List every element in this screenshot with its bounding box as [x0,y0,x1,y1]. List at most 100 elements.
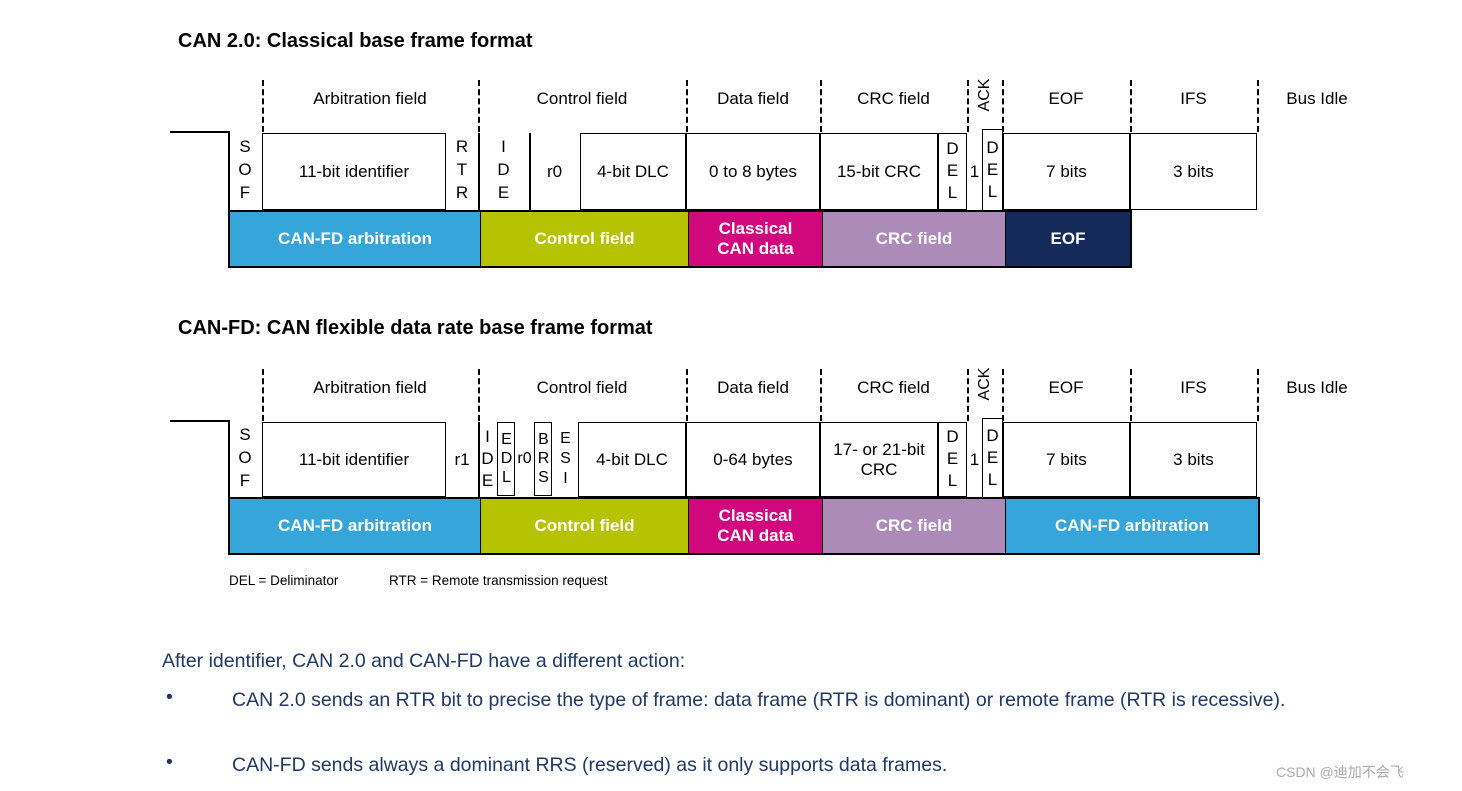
d1-cell-crc: 15-bit CRC [820,133,938,210]
d1-bar-data-label: Classical CAN data [717,218,794,258]
d2-cell-data: 0-64 bytes [686,422,820,497]
d2-cell-r1-label: r1 [454,449,470,469]
d1-cell-rtr: RTR [446,133,478,210]
d1-label-crc-field: CRC field [857,89,930,108]
d2-bar-data: Classical CAN data [688,499,822,553]
d1-cell-data-label: 0 to 8 bytes [709,161,797,181]
d2-cell-r0: r0 [515,422,534,497]
d1-bar-control-label: Control field [534,228,635,248]
d1-cell-del1: DEL [938,133,967,210]
d2-cell-del1: DEL [938,422,967,497]
d2-dash-ifs [1130,369,1132,421]
d2-cell-ack-slot-label: 1 [969,449,980,469]
d2-bar-data-label: Classical CAN data [717,505,794,545]
d2-cell-edl-label: EDL [498,430,515,488]
d2-cell-ide-label: IDE [478,426,497,493]
d2-cell-brs: BRS [534,422,552,496]
d1-bar-crc-label: CRC field [875,228,953,248]
d1-dash-control [478,80,480,132]
d2-cell-del1-label: DEL [943,426,962,493]
d2-bar-arbitration: CAN-FD arbitration [230,499,480,553]
d2-cell-r0-label: r0 [517,450,532,468]
d1-mapping-bar: CAN-FD arbitration Control field Classic… [228,210,1132,268]
watermark-text: CSDN @迪加不会飞 [1276,764,1404,780]
d2-bar-tail-arbitration: CAN-FD arbitration [1005,499,1258,553]
d1-cell-eof-label: 7 bits [1046,161,1087,181]
d2-bar-control-label: Control field [534,515,635,535]
d1-cell-ack-slot-label: 1 [969,161,980,181]
d2-cell-edl: EDL [497,422,515,496]
d1-cell-ide-label: IDE [494,137,513,206]
d2-bar-control: Control field [480,499,688,553]
d2-cell-r1: r1 [446,422,478,497]
d1-cell-ack-slot: 1 [967,133,982,210]
d2-label-ack: ACK [976,367,993,401]
d2-cell-del2-label: DEL [983,426,1002,492]
d2-bar-arbitration-label: CAN-FD arbitration [278,515,432,535]
d2-label-ifs: IFS [1180,378,1207,397]
d2-cell-sof-label: SOF [235,425,255,494]
d1-bar-eof-label: EOF [1050,228,1086,248]
d2-label-bus-idle: Bus Idle [1286,378,1348,397]
d1-sep-rtr-ide [478,133,480,210]
d1-cell-del1-label: DEL [943,138,962,205]
d2-label-crc-field: CRC field [857,378,930,397]
d2-sof-edge-line [228,420,230,499]
d1-sof-edge-line [228,131,230,210]
d2-bar-tail-arbitration-label: CAN-FD arbitration [1055,515,1209,535]
d1-label-control-field: Control field [536,89,628,108]
d1-bar-data: Classical CAN data [688,212,822,266]
d2-cell-eof-label: 7 bits [1046,449,1087,469]
d2-cell-dlc-label: 4-bit DLC [596,449,668,469]
d1-cell-data: 0 to 8 bytes [686,133,820,210]
d2-cell-brs-label: BRS [535,430,552,488]
d1-cell-identifier: 11-bit identifier [262,133,446,210]
d1-dash-ifs [1130,80,1132,132]
d1-bar-control: Control field [480,212,688,266]
d1-cell-del2-label: DEL [983,137,1002,204]
d1-cell-dlc: 4-bit DLC [580,133,686,210]
d2-cell-crc-label: 17- or 21-bit CRC [833,439,925,479]
d2-dash-crc [820,369,822,421]
d2-cell-eof: 7 bits [1003,422,1130,497]
d1-bar-crc: CRC field [822,212,1005,266]
d1-cell-dlc-label: 4-bit DLC [597,161,669,181]
d2-bar-crc: CRC field [822,499,1005,553]
d1-dash-crc [820,80,822,132]
d2-cell-identifier: 11-bit identifier [262,422,446,497]
d2-label-data-field: Data field [717,378,789,397]
d2-cell-esi-label: ESI [557,429,574,490]
d2-dash-data [686,369,688,421]
d1-label-bus-idle: Bus Idle [1286,89,1348,108]
d1-cell-sof-label: SOF [235,137,255,206]
d2-cell-ifs-label: 3 bits [1173,449,1214,469]
notes-bullet1: CAN 2.0 sends an RTR bit to precise the … [232,689,1286,711]
d2-cell-ifs: 3 bits [1130,422,1257,497]
bullet1-glyph: • [166,686,173,708]
notes-bullet2: CAN-FD sends always a dominant RRS (rese… [232,754,948,776]
d1-dash-eof [1002,80,1004,132]
d1-label-arbitration-field: Arbitration field [313,89,427,108]
d2-sep-r1-ide [478,422,480,497]
d2-dash-arbitration [262,369,264,421]
d2-label-control-field: Control field [536,378,628,397]
d1-bar-arbitration: CAN-FD arbitration [230,212,480,266]
d2-bus-level-line [170,420,228,422]
d1-dash-bus-idle [1257,80,1259,132]
d1-dash-ack-left [967,80,969,132]
d1-cell-ifs: 3 bits [1130,133,1257,210]
d2-cell-sof: SOF [228,422,262,497]
diagram2-title: CAN-FD: CAN flexible data rate base fram… [178,317,653,339]
d2-cell-crc: 17- or 21-bit CRC [820,422,938,497]
d2-cell-esi: ESI [552,422,578,497]
d1-cell-del2: DEL [982,129,1003,212]
d1-dash-arbitration [262,80,264,132]
d2-dash-control [478,369,480,421]
d1-bus-level-line [170,131,228,133]
footnote-rtr: RTR = Remote transmission request [389,573,608,588]
d1-cell-eof: 7 bits [1003,133,1130,210]
d2-dash-eof [1002,369,1004,421]
d1-label-ifs: IFS [1180,89,1207,108]
d1-label-ack: ACK [976,78,993,112]
